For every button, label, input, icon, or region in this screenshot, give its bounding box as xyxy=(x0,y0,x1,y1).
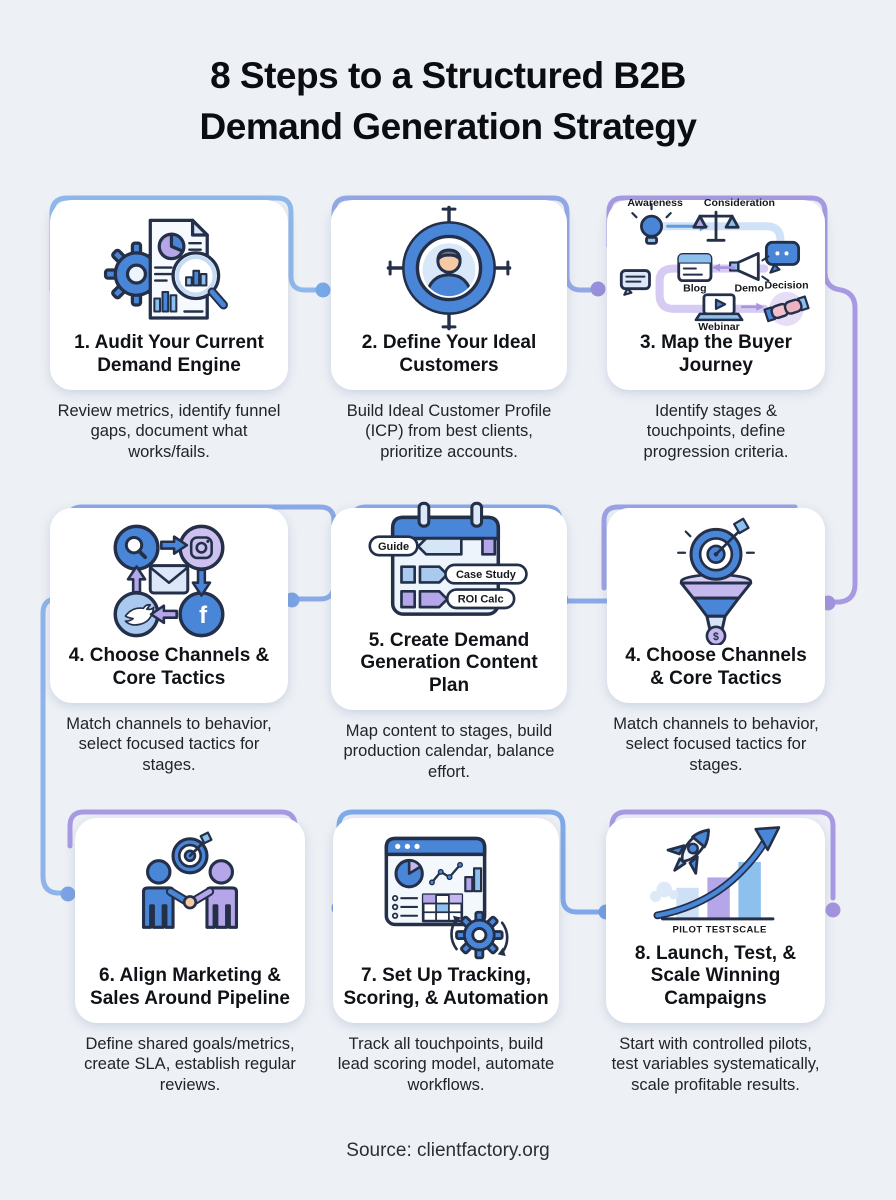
journey-label-blog: Blog xyxy=(683,283,706,295)
step-card-1: 1. Audit Your Current Demand Engine xyxy=(50,200,288,390)
step-card-9: PILOT TEST SCALE 8. Launch, Test, & Scal… xyxy=(606,818,825,1023)
launch-label-scale: SCALE xyxy=(732,924,766,935)
page-title: 8 Steps to a Structured B2B Demand Gener… xyxy=(0,50,896,152)
step-cell-2: 2. Define Your Ideal Customers Build Ide… xyxy=(331,200,567,462)
launch-rocket-icon: PILOT TEST SCALE xyxy=(612,805,819,943)
plan-label-roi-calc: ROI Calc xyxy=(458,594,504,606)
facebook-glyph: f xyxy=(199,601,207,628)
step-title-6: 4. Choose Channels & Core Tactics xyxy=(625,645,807,689)
step-desc-4: Match channels to behavior, select focus… xyxy=(66,715,272,774)
journey-label-webinar: Webinar xyxy=(698,321,739,332)
content-calendar-icon: Guide Case Study ROI Calc xyxy=(337,498,561,630)
step-card-3: Awareness Consideration Blog Demo Decisi… xyxy=(607,197,825,390)
dollar-glyph: $ xyxy=(713,631,719,643)
step-card-5: Guide Case Study ROI Calc 5. Create Dema… xyxy=(331,501,567,710)
step-cell-4: f 4. Choose Channels & Core Tactics Matc… xyxy=(50,508,288,775)
channels-icon: f xyxy=(56,516,282,645)
step-desc-6: Match channels to behavior, select focus… xyxy=(613,715,819,774)
journey-label-consideration: Consideration xyxy=(704,197,775,209)
step-title-7: 6. Align Marketing & Sales Around Pipeli… xyxy=(90,965,290,1009)
journey-label-awareness: Awareness xyxy=(627,197,683,209)
step-desc-2: Build Ideal Customer Profile (ICP) from … xyxy=(346,402,552,461)
step-title-2: 2. Define Your Ideal Customers xyxy=(361,332,537,376)
audit-document-icon xyxy=(56,208,282,332)
page-title-line2: Demand Generation Strategy xyxy=(199,106,697,148)
step-desc-5: Map content to stages, build production … xyxy=(343,722,555,781)
step-card-8: 7. Set Up Tracking, Scoring, & Automatio… xyxy=(333,818,559,1023)
step-desc-8: Track all touchpoints, build lead scorin… xyxy=(337,1035,555,1094)
step-title-8: 7. Set Up Tracking, Scoring, & Automatio… xyxy=(343,965,549,1009)
step-cell-3: Awareness Consideration Blog Demo Decisi… xyxy=(607,197,825,462)
target-customer-icon xyxy=(337,204,561,332)
step-title-4: 4. Choose Channels & Core Tactics xyxy=(68,645,270,689)
step-title-1: 1. Audit Your Current Demand Engine xyxy=(74,332,264,376)
step-card-6: $ 4. Choose Channels & Core Tactics xyxy=(607,508,825,703)
funnel-icon: $ xyxy=(613,515,819,646)
step-desc-1: Review metrics, identify funnel gaps, do… xyxy=(57,402,281,461)
step-card-4: f 4. Choose Channels & Core Tactics xyxy=(50,508,288,703)
page-title-line1: 8 Steps to a Structured B2B xyxy=(210,55,686,96)
step-cell-1: 1. Audit Your Current Demand Engine Revi… xyxy=(50,200,288,462)
journey-label-demo: Demo xyxy=(735,283,765,295)
step-cell-6: $ 4. Choose Channels & Core Tactics Matc… xyxy=(607,508,825,775)
plan-label-case-study: Case Study xyxy=(456,569,517,581)
launch-label-pilot: PILOT xyxy=(672,924,702,935)
buyer-journey-icon: Awareness Consideration Blog Demo Decisi… xyxy=(613,196,819,332)
step-desc-3: Identify stages & touchpoints, define pr… xyxy=(643,402,789,461)
step-title-3: 3. Map the Buyer Journey xyxy=(639,332,793,376)
journey-label-decision: Decision xyxy=(765,280,809,292)
step-cell-8: 7. Set Up Tracking, Scoring, & Automatio… xyxy=(333,818,559,1095)
step-desc-9: Start with controlled pilots, test varia… xyxy=(611,1035,820,1094)
step-title-5: 5. Create Demand Generation Content Plan xyxy=(360,629,538,696)
launch-label-test: TEST xyxy=(705,924,731,935)
tracking-dashboard-icon xyxy=(339,826,553,965)
step-cell-7: 6. Align Marketing & Sales Around Pipeli… xyxy=(75,818,305,1095)
step-desc-7: Define shared goals/metrics, create SLA,… xyxy=(84,1035,296,1094)
plan-label-guide: Guide xyxy=(378,541,409,553)
handshake-alignment-icon xyxy=(81,826,299,965)
step-card-7: 6. Align Marketing & Sales Around Pipeli… xyxy=(75,818,305,1023)
source-attribution: Source: clientfactory.org xyxy=(346,1140,550,1161)
step-title-9: 8. Launch, Test, & Scale Winning Campaig… xyxy=(634,942,797,1009)
step-cell-9: PILOT TEST SCALE 8. Launch, Test, & Scal… xyxy=(606,818,825,1095)
step-cell-5: Guide Case Study ROI Calc 5. Create Dema… xyxy=(331,501,567,782)
step-card-2: 2. Define Your Ideal Customers xyxy=(331,200,567,390)
